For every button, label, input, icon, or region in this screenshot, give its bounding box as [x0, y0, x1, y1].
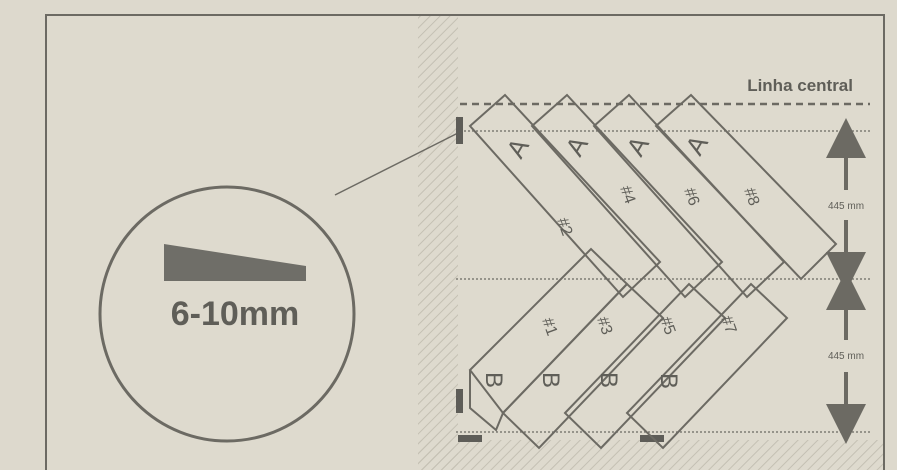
wall-hatch-left: [418, 16, 458, 470]
board-b-1: B #1: [468, 247, 629, 432]
board-b-1-number: #1: [538, 316, 560, 339]
centerline-label: Linha central: [747, 76, 853, 95]
gap-label: 6-10mm: [171, 295, 300, 333]
board-b-5-number: #5: [656, 315, 678, 338]
board-b-3-number: #3: [593, 315, 615, 338]
board-b-5-letter: B: [595, 372, 622, 388]
spacer-block-left: [456, 389, 463, 413]
board-a-4-number: #4: [616, 184, 638, 207]
callout-line: [334, 132, 459, 196]
board-a-8-number: #8: [740, 186, 762, 209]
spacer-block-bottom-1: [458, 435, 482, 442]
board-b-3: B #3: [501, 282, 665, 450]
inset-circle: [98, 185, 356, 443]
board-b-5: B #5: [563, 282, 727, 450]
board-b-7: B #7: [625, 282, 789, 450]
wall-hatch-bottom: [418, 440, 883, 470]
board-a-2-number: #2: [553, 216, 575, 239]
board-b-1-letter: B: [480, 372, 507, 388]
board-b-3-letter: B: [537, 372, 564, 388]
board-b-7-number: #7: [717, 314, 739, 337]
dimension-lower-label: 445 mm: [828, 351, 864, 362]
panel-frame: [45, 14, 885, 470]
board-a-6-number: #6: [680, 186, 702, 209]
wedge-spacer-icon: [164, 244, 306, 281]
spacer-block-top: [456, 117, 463, 144]
dimension-upper-label: 445 mm: [828, 201, 864, 212]
board-b-7-letter: B: [655, 373, 682, 389]
